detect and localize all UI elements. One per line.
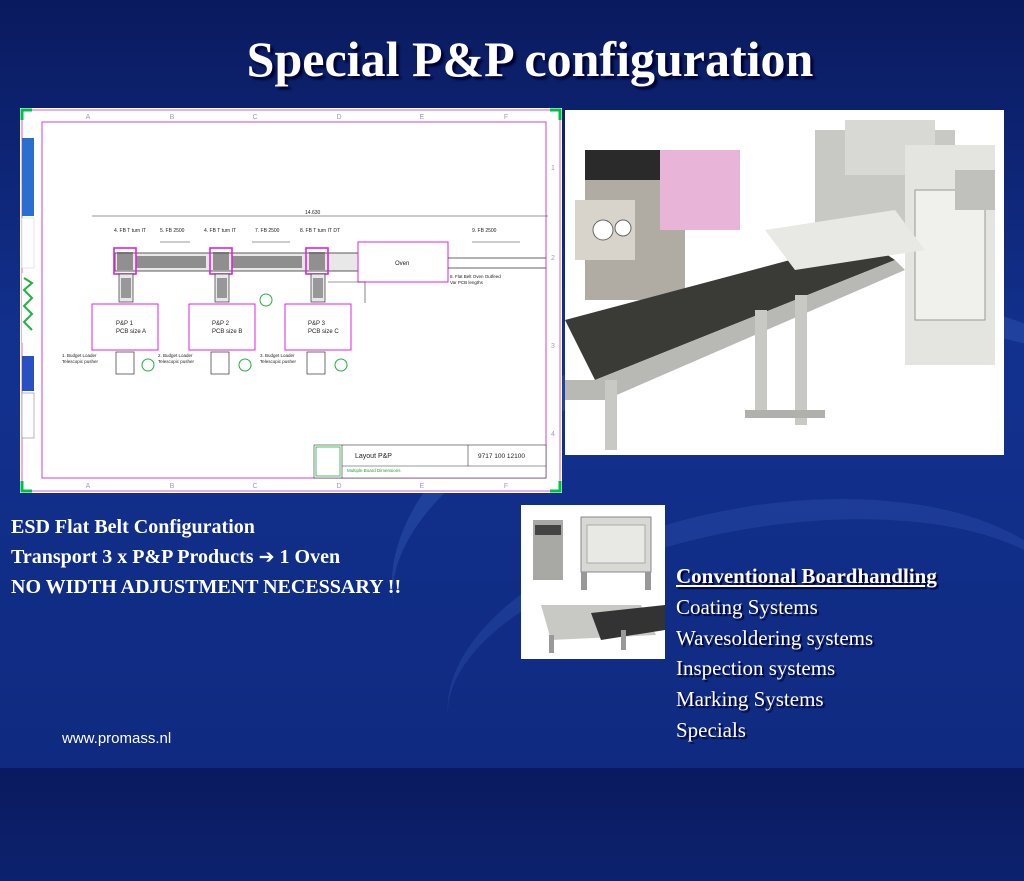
row-label: 4 [551,431,555,438]
segment-label: 7. FB 2500 [255,228,280,234]
description-transport: Transport 3 x P&P Products [11,546,254,568]
segment-label: 8. FB T turn IT DT [300,228,340,234]
col-label: E [420,114,425,121]
col-label: F [504,114,508,121]
overall-dimension: 14.630 [305,210,321,216]
row-label: 3 [551,343,555,350]
segment-label: 4. FB T turn IT [204,228,236,234]
loader-3-detail: Telescopic pusher [260,359,297,364]
right-arrow-icon: ➔ [258,546,275,568]
col-label: E [420,483,425,490]
description-line-2: Transport 3 x P&P Products ➔ 1 Oven [11,542,401,572]
oven-label: Oven [395,261,409,267]
col-label: A [86,483,91,490]
list-item: Marking Systems [676,687,824,712]
title-block-number: 9717 100 12100 [478,453,525,460]
loader-2: 2. Budget Loader [158,353,193,358]
pp1-name: P&P 1 [116,321,134,327]
title-block-subtitle: Multiple Board Dimensions [347,468,401,473]
segment-label: 9. FB 2500 [472,228,497,234]
list-item: Inspection systems [676,656,836,681]
loader-1-detail: Telescopic pusher [62,359,99,364]
product-list-heading: Conventional Boardhandling [676,564,937,588]
configuration-description: ESD Flat Belt Configuration Transport 3 … [11,512,401,602]
pp3-size: PCB size C [308,329,339,335]
segment-label: 5. FB 2500 [160,228,185,234]
row-label: 2 [551,255,555,262]
col-label: C [252,483,257,490]
loader-1: 1. Budget Loader [62,353,97,358]
loader-3: 3. Budget Loader [260,353,295,358]
list-item: Specials [676,717,746,742]
description-oven: 1 Oven [279,546,341,568]
oven-note: 8. Flat Belt Oven Outfeed [450,274,501,279]
col-label: B [170,483,175,490]
slide-title: Special P&P configuration [246,31,814,87]
col-label: F [504,483,508,490]
col-label: A [86,114,91,121]
machine-photo [565,110,1004,455]
pp1-size: PCB size A [116,329,146,335]
loader-2-detail: Telescopic pusher [158,359,195,364]
pp2-name: P&P 2 [212,321,230,327]
layout-drawing: A B C D E F A B C D E F 1 2 3 4 14.630 [20,108,562,493]
col-label: B [170,114,175,121]
product-list: Conventional Boardhandling Coating Syste… [676,561,937,746]
pp3-name: P&P 3 [308,321,326,327]
pp2-size: PCB size B [212,329,242,335]
oven-note: Var PCB lengths [450,280,484,285]
list-item: Wavesoldering systems [676,625,874,650]
website-link[interactable]: www.promass.nl [62,730,172,747]
col-label: C [252,114,257,121]
list-item: Coating Systems [676,594,818,619]
description-line-3: NO WIDTH ADJUSTMENT NECESSARY !! [11,576,402,598]
description-line-1: ESD Flat Belt Configuration [11,516,255,538]
conveyor-photo [521,505,665,659]
segment-label: 4. FB T turn IT [114,228,146,234]
row-label: 1 [551,165,555,172]
col-label: D [336,114,341,121]
col-label: D [336,483,341,490]
title-block-title: Layout P&P [355,453,392,460]
